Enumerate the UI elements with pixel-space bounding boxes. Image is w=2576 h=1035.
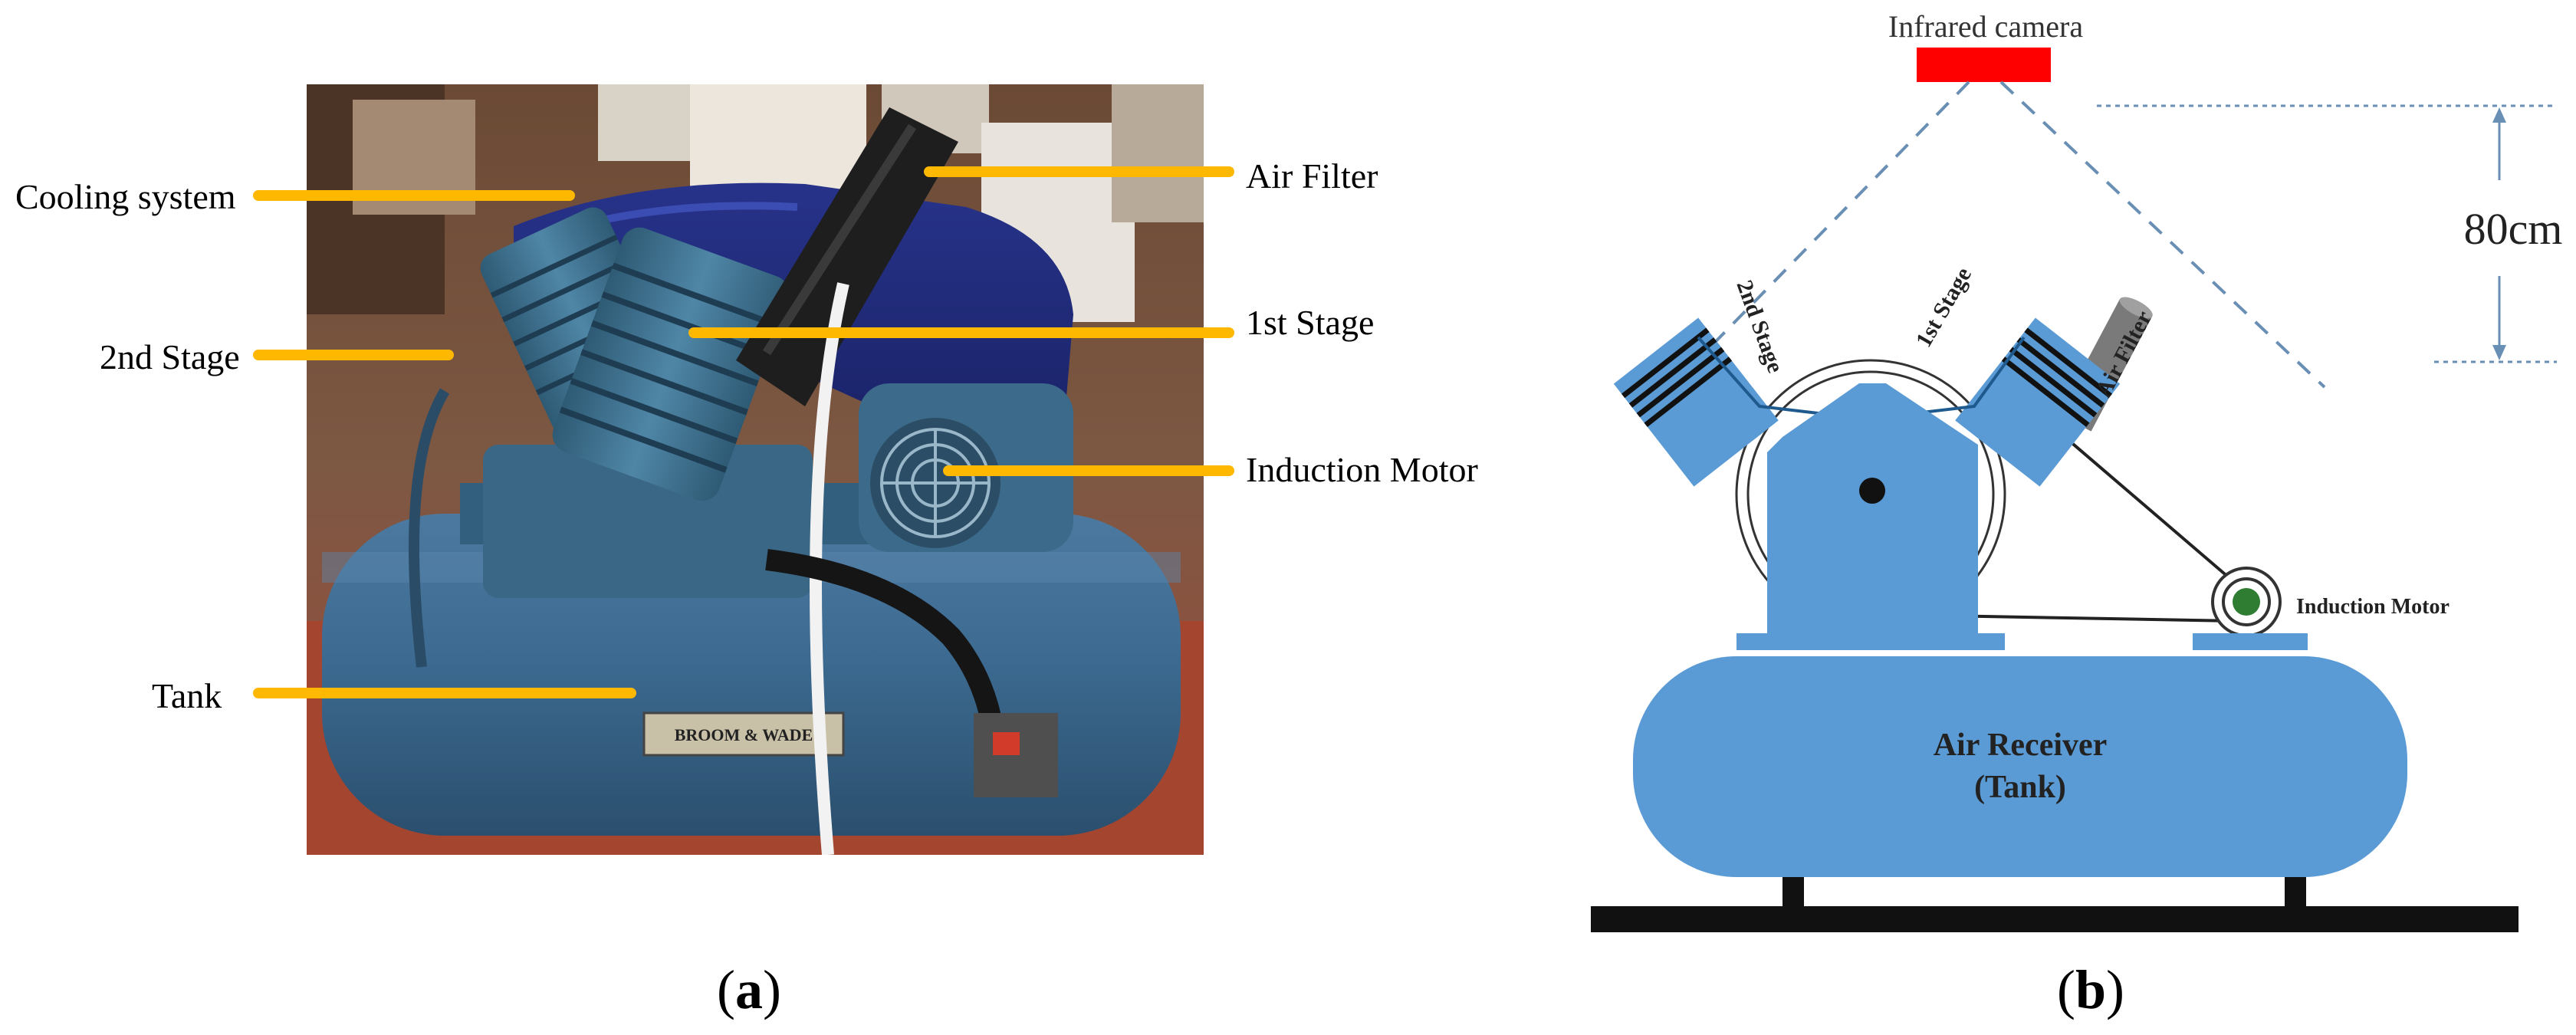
label-first-stage: 1st Stage [1246, 303, 1375, 342]
fov-right [1999, 80, 2326, 389]
label-air-filter: Air Filter [1246, 156, 1378, 196]
crank-shaft [1859, 478, 1885, 504]
tank-leg-right [2285, 877, 2306, 908]
leader-tank [253, 688, 636, 698]
caption-a-letter: a [734, 959, 763, 1020]
infrared-camera [1917, 48, 2051, 82]
distance-label: 80cm [2464, 204, 2563, 254]
induction-motor-label: Induction Motor [2296, 595, 2450, 619]
compressor-schematic: Infrared camera 80cm [1591, 9, 2563, 932]
leader-first-stage [688, 327, 1234, 338]
leader-induction-motor [943, 465, 1234, 476]
leader-second-stage [253, 350, 454, 360]
leader-cooling-system [253, 190, 575, 201]
leader-air-filter [924, 166, 1234, 177]
base-plate [1591, 906, 2518, 932]
label-second-stage: 2nd Stage [100, 337, 240, 376]
tank-label-line1: Air Receiver [1934, 728, 2108, 763]
caption-b: (b) [2057, 959, 2125, 1020]
tank-leg-left [1783, 877, 1804, 908]
label-cooling-system: Cooling system [15, 177, 236, 216]
compressor-pad [1737, 633, 2005, 650]
motor-pad [2193, 633, 2308, 650]
air-receiver-tank [1633, 656, 2407, 877]
camera-label: Infrared camera [1888, 9, 2083, 44]
crankcase [1767, 383, 1978, 636]
label-tank: Tank [152, 676, 222, 715]
second-stage-label: 2nd Stage [1731, 277, 1788, 376]
tank-label-line2: (Tank) [1974, 770, 2066, 805]
compressor-photo: BROOM & WADE [307, 84, 1204, 855]
caption-b-letter: b [2075, 959, 2107, 1020]
second-stage-cylinder [1613, 317, 1779, 487]
caption-a: (a) [717, 959, 781, 1020]
first-stage-label: 1st Stage [1911, 263, 1976, 351]
nameplate-text: BROOM & WADE [675, 725, 813, 744]
label-induction-motor: Induction Motor [1246, 450, 1478, 489]
first-stage-cylinder [1955, 317, 2121, 487]
